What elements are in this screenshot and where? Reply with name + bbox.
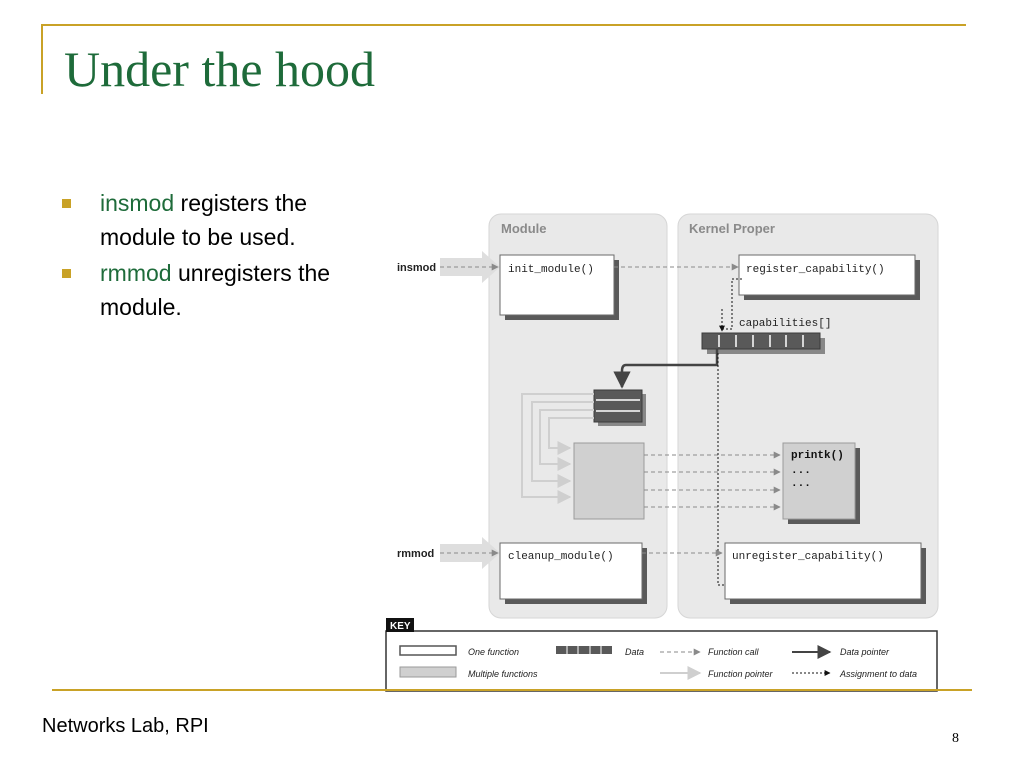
data-swatch-dividers [566,646,602,654]
cleanup-module-label: cleanup_module() [508,551,614,563]
rmmod-label: rmmod [397,548,434,560]
multiple-functions-box [573,442,645,520]
multiple-functions-label: Multiple functions [468,669,538,679]
bullet-text: registers the module to be used. [100,190,308,250]
function-pointer-lines [521,393,594,504]
printk-ellipsis: ... [791,465,811,477]
bullet-keyword: rmmod [100,260,172,286]
key-legend [385,630,938,692]
module-diagram: Module Kernel Proper insmod init_module(… [385,213,939,692]
capabilities-data-pointer [613,349,719,389]
init-module-label: init_module() [508,264,594,276]
unregister-assign-path [717,353,725,586]
printk-ellipsis: ... [791,478,811,490]
key-title-box [386,618,414,632]
key-title: KEY [390,621,411,632]
function-pointer-label: Function pointer [708,669,774,679]
capabilities-array [701,332,821,350]
assignment-to-data-label: Assignment to data [839,669,917,679]
title-accent-line-vertical [41,24,43,94]
bullet-list: insmod registers the module to be used. … [62,186,382,326]
slide-title: Under the hood [64,41,376,97]
register-capability-box [738,254,916,296]
page-number: 8 [952,731,959,746]
bullet-keyword: insmod [100,190,175,216]
printk-label: printk() [791,450,844,462]
unregister-capability-label: unregister_capability() [732,551,884,563]
unregister-capability-box [724,542,922,600]
register-capability-label: register_capability() [746,264,885,276]
module-panel-label: Module [501,221,547,236]
capabilities-label: capabilities[] [739,318,831,330]
function-call-label: Function call [708,647,760,657]
multiple-functions-swatch [399,666,457,678]
square-bullet-icon [62,269,71,278]
kernel-panel-label: Kernel Proper [689,221,775,236]
data-pointer-label: Data pointer [840,647,890,657]
insmod-label: insmod [397,262,436,274]
function-table [593,389,643,423]
bullet-item: rmmod unregisters the module. [62,256,382,324]
printk-box [782,442,856,520]
footer-text: Networks Lab, RPI [42,715,209,737]
printk-call-lines [644,451,781,511]
footer-divider [52,689,972,691]
init-module-box [499,254,615,316]
data-label: Data [625,647,644,657]
title-accent-line-horizontal [41,24,966,26]
register-assign-path [722,278,742,330]
one-function-label: One function [468,647,519,657]
square-bullet-icon [62,199,71,208]
data-swatch [556,646,612,654]
function-table-dividers [596,399,640,412]
cleanup-module-box [499,542,643,600]
one-function-swatch [399,645,457,656]
bullet-text: unregisters the module. [100,260,331,320]
capabilities-cell-dividers [718,335,804,347]
bullet-item: insmod registers the module to be used. [62,186,382,254]
kernel-proper-panel [677,213,939,619]
